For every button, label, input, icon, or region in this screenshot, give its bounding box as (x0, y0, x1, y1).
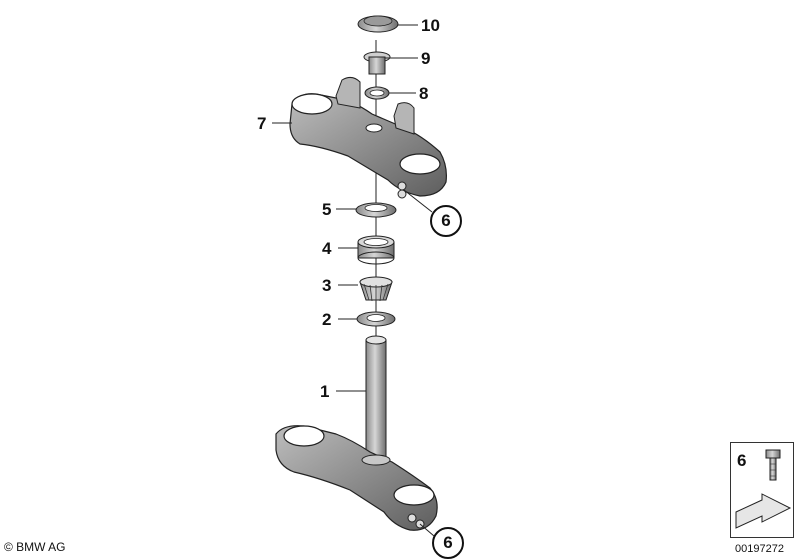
callout-9: 9 (421, 49, 431, 68)
leader-6-upper (403, 189, 433, 213)
callout-2: 2 (322, 310, 332, 329)
copyright-text: © BMW AG (4, 540, 66, 554)
callout-3: 3 (322, 276, 332, 295)
callout-5: 5 (322, 200, 332, 219)
callout-4: 4 (322, 239, 332, 258)
callout-6-lower: 6 (432, 527, 464, 559)
leader-6-lower (419, 523, 435, 537)
part-8-washer (364, 86, 416, 100)
callout-8: 8 (419, 84, 429, 103)
callout-1: 1 (320, 382, 330, 401)
part-5-ring (336, 202, 397, 218)
legend-part-number: 6 (737, 451, 747, 470)
callout-7: 7 (257, 114, 267, 133)
part-7-upper-triple-clamp (272, 76, 447, 199)
part-4-bearing-race (338, 235, 395, 265)
callout-10: 10 (421, 16, 440, 35)
legend-arrow-icon (735, 493, 792, 529)
document-number: 00197272 (735, 543, 784, 555)
legend-screw-icon (765, 449, 781, 481)
part-10-cap (357, 15, 418, 33)
part-9-bolt (363, 51, 418, 75)
part-2-seal-ring (338, 311, 396, 327)
part-3-tapered-roller-bearing (338, 276, 393, 302)
callout-6-upper: 6 (430, 205, 462, 237)
legend-box: 6 (730, 442, 794, 538)
part-1-lower-triple-clamp (275, 335, 438, 531)
